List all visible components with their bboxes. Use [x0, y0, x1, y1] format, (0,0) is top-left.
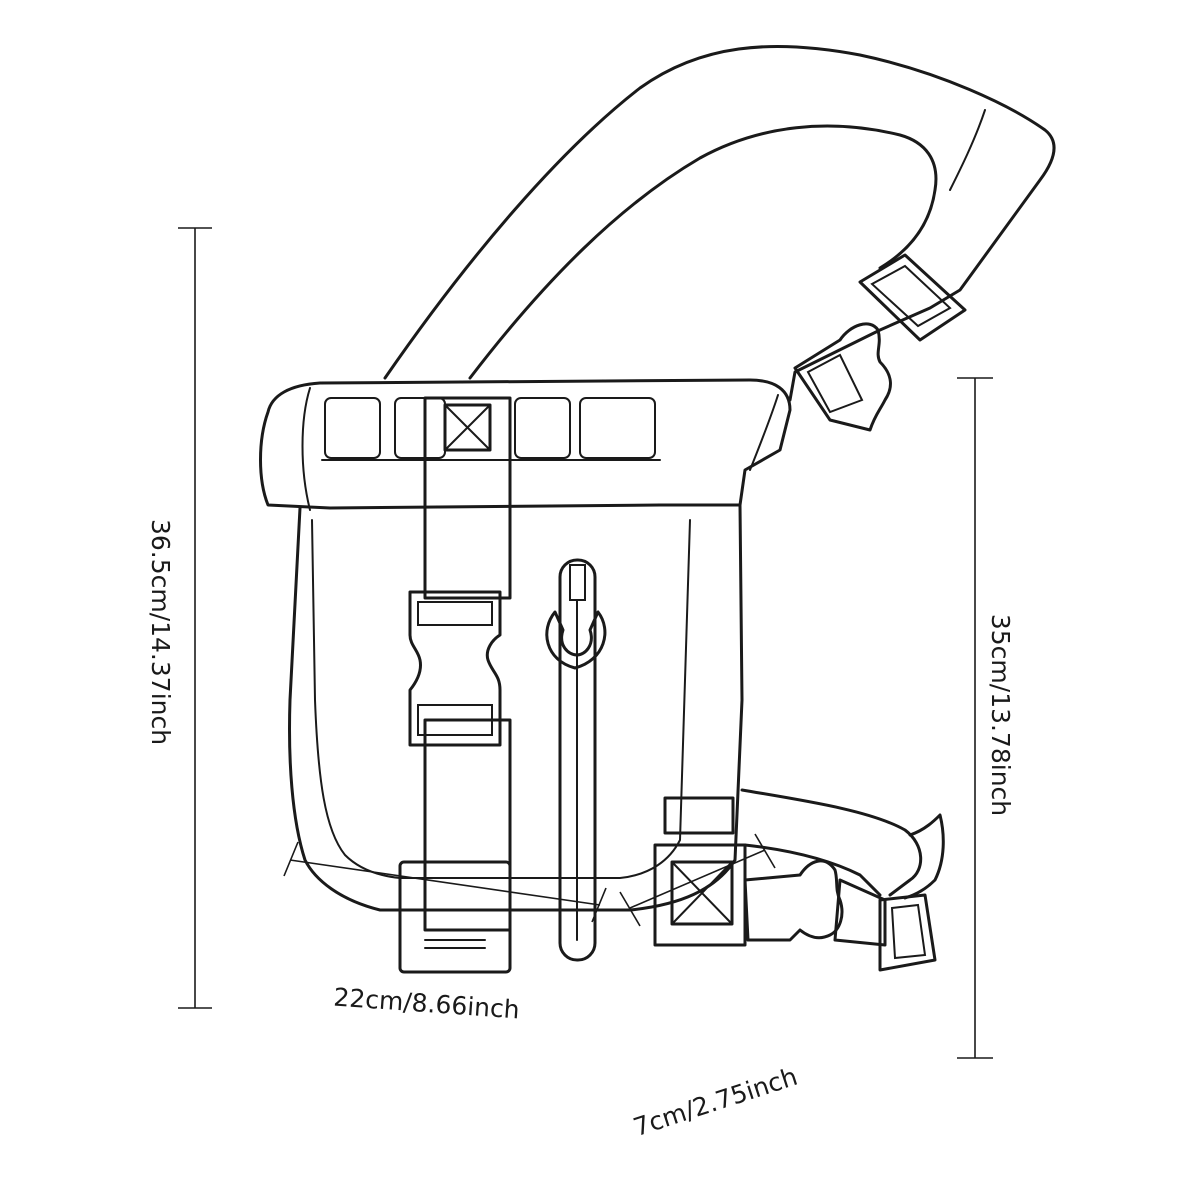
shoulder-strap-inner — [468, 124, 938, 380]
dimension-total-height: 36.5cm/14.37inch — [146, 227, 212, 1009]
front-buckle-slot-top — [417, 601, 493, 626]
front-strap-x-patch — [443, 403, 492, 452]
roll-top-loop-2 — [394, 397, 446, 459]
shoulder-buckle — [793, 253, 967, 432]
x-stitch-icon — [671, 861, 733, 925]
shoulder-buckle-male-slot — [806, 353, 864, 414]
bag-body — [259, 378, 792, 912]
roll-top-loop-4 — [579, 397, 656, 459]
shoulder-buckle-male — [793, 322, 892, 432]
pouch-inner-seam — [311, 519, 691, 879]
roll-top-side-fold — [749, 394, 779, 471]
roll-top-edge — [301, 387, 311, 511]
width-label: 22cm/8.66inch — [333, 983, 521, 1025]
dimension-width: 22cm/8.66inch — [283, 841, 607, 1025]
zipper-slider — [569, 564, 586, 601]
roll-top-loop-1 — [324, 397, 381, 459]
shoulder-strap — [383, 44, 1056, 402]
body-height-label: 35cm/13.78inch — [986, 614, 1015, 816]
front-strap — [398, 396, 512, 974]
leg-buckle-slider-slot — [890, 903, 927, 960]
zipper — [545, 558, 607, 962]
leg-strap-tab — [663, 796, 735, 835]
shoulder-buckle-slot — [870, 264, 952, 328]
leg-strap — [653, 788, 945, 972]
front-strap-upper — [423, 396, 512, 600]
front-buckle — [408, 590, 502, 747]
zipper-pull-icon — [545, 610, 607, 670]
leg-buckle-male — [743, 859, 844, 942]
front-buckle-slot-bottom — [417, 704, 493, 736]
leg-buckle-slider — [878, 893, 937, 972]
shoulder-strap-outline — [383, 44, 1056, 402]
leg-strap-x-patch — [670, 860, 734, 926]
roll-top-loop-3 — [514, 397, 571, 459]
dimension-body-height: 35cm/13.78inch — [957, 377, 1015, 1059]
leg-buckle-female — [833, 878, 887, 947]
total-height-label: 36.5cm/14.37inch — [146, 519, 175, 745]
zipper-track — [558, 558, 597, 962]
x-stitch-icon — [444, 404, 491, 451]
leg-strap-band — [740, 788, 923, 897]
depth-label: 7cm/2.75inch — [630, 1062, 801, 1142]
leg-strap-tail — [903, 813, 945, 900]
roll-top — [259, 378, 792, 510]
shoulder-buckle-female — [858, 253, 967, 342]
dimension-depth: 7cm/2.75inch — [619, 833, 801, 1142]
shoulder-strap-fold — [949, 109, 986, 191]
velcro-patch — [398, 860, 512, 974]
strap-end-stitch — [424, 939, 486, 949]
front-strap-lower — [423, 718, 512, 932]
